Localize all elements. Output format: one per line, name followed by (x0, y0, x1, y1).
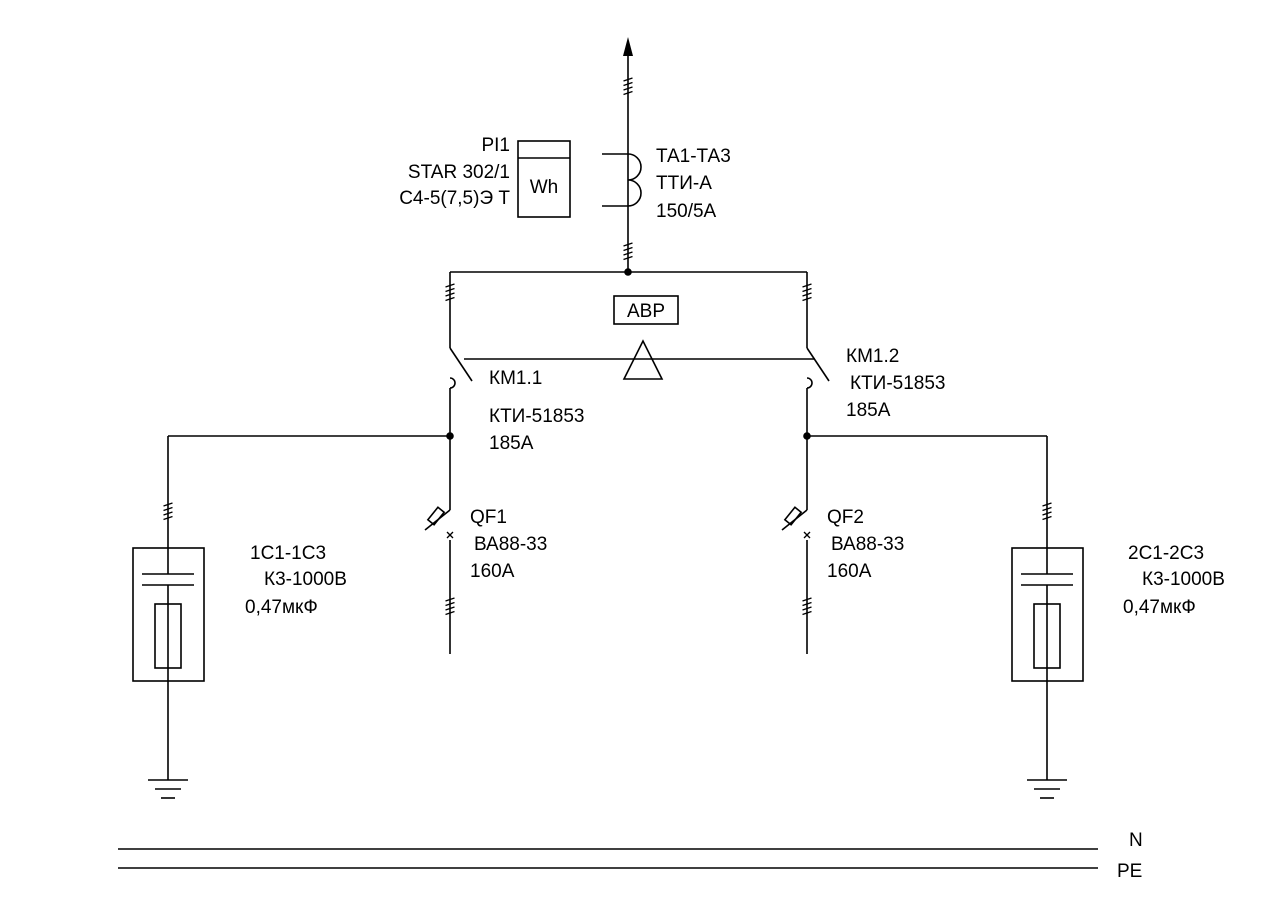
avr-box (613, 295, 679, 325)
contactor-blade (806, 347, 830, 382)
ct-type: ТТИ-А (656, 173, 712, 194)
breaker-right-type: ВА88-33 (831, 534, 904, 555)
ct-ratio: 150/5А (656, 201, 717, 222)
ground-icon (147, 779, 189, 799)
breaker-right-name: QF2 (827, 507, 864, 528)
energy-meter: Wh PI1 STAR 302/1 С4-5(7,5)Э Т (399, 135, 571, 218)
capacitor-bank-right: 2С1-2С3 К3-1000В 0,47мкФ (807, 435, 1225, 799)
discharge-resistor-icon (1033, 603, 1061, 669)
avr-label: АВР (627, 301, 665, 322)
avr-block: АВР (613, 295, 679, 325)
contactor-right-name: КМ1.2 (846, 346, 899, 367)
arc-chute-icon (806, 377, 813, 389)
current-transformer: ТА1-ТА3 ТТИ-А 150/5А (602, 146, 731, 222)
cap-right-type: К3-1000В (1142, 569, 1225, 590)
breaker-right-rating: 160А (827, 561, 872, 582)
meter-type: STAR 302/1 (408, 162, 510, 183)
contactor-blade (449, 347, 473, 382)
meter-spec: С4-5(7,5)Э Т (399, 188, 510, 209)
discharge-resistor-icon (154, 603, 182, 669)
cap-left-value: 0,47мкФ (245, 597, 318, 618)
contactor-right: КМ1.2 КТИ-51853 185А (803, 346, 946, 510)
contactor-left-type: КТИ-51853 (489, 406, 585, 427)
breaker-left-type: ВА88-33 (474, 534, 547, 555)
breaker-left: QF1 ВА88-33 160А (424, 506, 547, 654)
contactor-right-type: КТИ-51853 (850, 373, 946, 394)
thermal-release-icon (783, 506, 803, 526)
cap-right-value: 0,47мкФ (1123, 597, 1196, 618)
main-feeder (622, 37, 634, 276)
thermal-release-icon (426, 506, 446, 526)
interlock-triangle-icon (622, 339, 664, 380)
arrow-up-icon (623, 37, 633, 56)
ct-name: ТА1-ТА3 (656, 146, 731, 167)
contactor-left-rating: 185А (489, 433, 534, 454)
contactor-left: КМ1.1 КТИ-51853 185А (446, 347, 585, 510)
cap-right-name: 2С1-2С3 (1128, 543, 1204, 564)
contactor-left-name: КМ1.1 (489, 368, 542, 389)
n-bus-label: N (1129, 830, 1143, 851)
capacitor-bank-left: 1С1-1С3 К3-1000В 0,47мкФ (132, 435, 450, 799)
meter-name: PI1 (481, 135, 510, 156)
cap-left-name: 1С1-1С3 (250, 543, 326, 564)
pe-bus-label: PE (1117, 861, 1142, 882)
breaker-left-rating: 160А (470, 561, 515, 582)
breaker-right: QF2 ВА88-33 160А (781, 506, 904, 654)
arc-chute-icon (449, 377, 456, 389)
meter-box (517, 140, 571, 218)
neutral-pe-buses: N PE (118, 830, 1143, 882)
ct-coil-icon (627, 153, 642, 207)
breaker-left-name: QF1 (470, 507, 507, 528)
ground-icon (1026, 779, 1068, 799)
contactor-right-rating: 185А (846, 400, 891, 421)
cap-left-type: К3-1000В (264, 569, 347, 590)
meter-symbol: Wh (530, 177, 559, 198)
